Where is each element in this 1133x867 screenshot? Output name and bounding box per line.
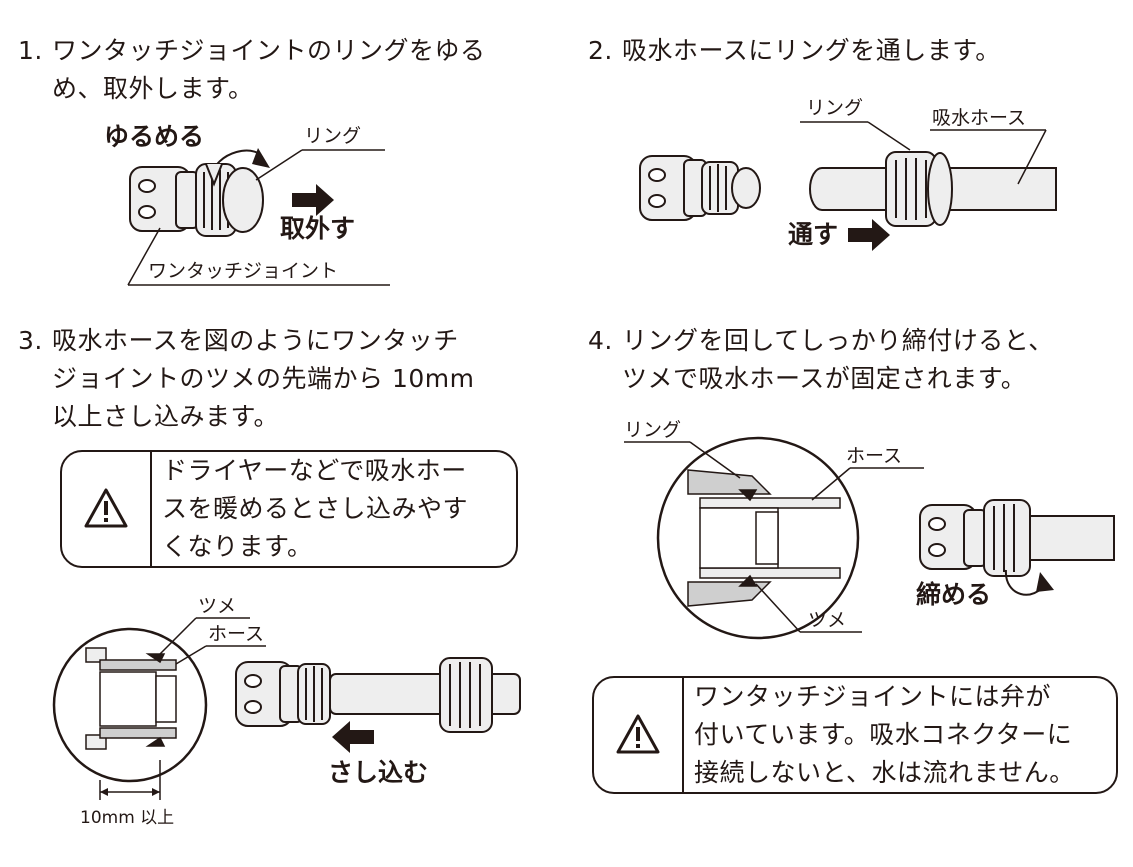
hose-label: 吸水ホース [932, 107, 1027, 129]
step-2-text: 2. 吸水ホースにリングを通します。 [588, 32, 1108, 70]
joint-and-hose [235, 657, 521, 733]
step-4-line-1: リングを回してしっかり締付けると、 [622, 326, 1054, 355]
warning-icon-cell [594, 678, 684, 792]
one-touch-joint-label: ワンタッチジョイント [148, 260, 339, 282]
rotate-arrow-head [252, 148, 270, 168]
claw-label: ツメ [198, 595, 237, 617]
ring [983, 499, 1031, 577]
warning-2-line-2: 付いています。吸水コネクターに [694, 720, 1073, 749]
ring-label: リング [806, 97, 864, 119]
cross-section-detail [687, 469, 841, 607]
warning-2-line-1: ワンタッチジョイントには弁が [694, 682, 1052, 711]
step-3-line-2: ジョイントのツメの先端から 10mm [52, 364, 475, 393]
warning-triangle-icon [616, 714, 660, 754]
measure-label: 10mm 以上 [80, 808, 175, 828]
tighten-label: 締める [916, 580, 992, 609]
step-1-text: 1. ワンタッチジョイントのリングをゆる め、取外します。 [18, 32, 538, 108]
step-number: 3. [18, 326, 43, 355]
warning-1-text: ドライヤーなどで吸水ホー スを暖めるとさし込みやす くなります。 [162, 452, 468, 566]
warning-triangle-icon [84, 488, 128, 528]
step-4-line-2: ツメで吸水ホースが固定されます。 [622, 364, 1027, 393]
hose-label: ホース [846, 445, 903, 467]
warning-box-2: ワンタッチジョイントには弁が 付いています。吸水コネクターに 接続しないと、水は… [592, 676, 1118, 794]
step-3-line-1: 吸水ホースを図のようにワンタッチ [52, 326, 459, 355]
hose-with-ring [809, 151, 1057, 227]
warning-2-text: ワンタッチジョイントには弁が 付いています。吸水コネクターに 接続しないと、水は… [694, 678, 1075, 792]
claw-label: ツメ [808, 609, 847, 631]
arrow-left-icon [332, 721, 374, 753]
warning-box-1: ドライヤーなどで吸水ホー スを暖めるとさし込みやす くなります。 [60, 450, 518, 568]
step-number: 1. [18, 36, 43, 65]
step-1-line-2: め、取外します。 [52, 74, 254, 103]
step-2-line-1: 吸水ホースにリングを通します。 [622, 36, 1001, 65]
hose-label: ホース [208, 623, 265, 645]
step-number: 2. [588, 36, 613, 65]
remove-label: 取外す [280, 214, 356, 243]
warning-1-line-3: くなります。 [162, 532, 313, 561]
ring-label: リング [304, 125, 362, 147]
arrow-right-icon [848, 219, 890, 251]
step-4-text: 4. リングを回してしっかり締付けると、 ツメで吸水ホースが固定されます。 [588, 322, 1128, 398]
step-1-line-1: ワンタッチジョイントのリングをゆる [52, 36, 486, 65]
warning-1-line-2: スを暖めるとさし込みやす [162, 494, 469, 523]
step-3-line-3: 以上さし込みます。 [52, 402, 280, 431]
warning-1-line-1: ドライヤーなどで吸水ホー [162, 456, 467, 485]
cross-section-detail [85, 647, 177, 750]
warning-icon-cell [62, 452, 152, 566]
tightened-joint [919, 499, 1115, 577]
warning-2-line-3: 接続しないと、水は流れません。 [694, 758, 1075, 787]
arrow-right-icon [292, 184, 334, 216]
insert-label: さし込む [328, 758, 429, 787]
rotate-arrow-head [1036, 572, 1054, 592]
one-touch-joint-illustration [129, 163, 264, 237]
step-number: 4. [588, 326, 613, 355]
pass-label: 通す [788, 220, 839, 249]
ring-face [222, 167, 264, 233]
ring-label: リング [624, 419, 682, 441]
loosen-label: ゆるめる [104, 122, 205, 151]
joint-with-ring-removed [639, 155, 761, 221]
step-3-text: 3. 吸水ホースを図のようにワンタッチ ジョイントのツメの先端から 10mm 以上… [18, 322, 558, 436]
